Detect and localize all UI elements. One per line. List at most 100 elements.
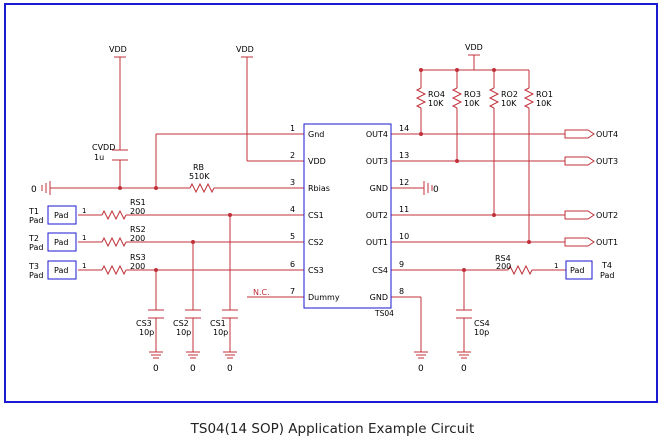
capacitor-value: 10p (139, 328, 154, 337)
left-ground-symbol: 0 (31, 181, 51, 195)
pullup-name: RO4 (428, 90, 445, 99)
pad-resistor-value: 200 (130, 234, 145, 243)
cs4-name: CS4 (474, 319, 490, 328)
rs4-value: 200 (496, 262, 511, 271)
left-pin-label: VDD (308, 157, 326, 166)
nc-label: N.C. (253, 288, 270, 297)
rb-name: RB (193, 163, 204, 172)
ground-label: 0 (153, 364, 159, 374)
pin12-ground-label: 0 (433, 185, 439, 195)
vdd-label-2: VDD (236, 45, 254, 54)
chip-name: TS04 (374, 309, 394, 318)
vdd-symbols: VDD VDD VDD (109, 43, 483, 58)
pad-resistor (101, 209, 127, 221)
cvdd-capacitor: CVDD 1u (92, 143, 128, 162)
pin12-ground-symbol: 0 (423, 181, 439, 195)
right-pin-label: OUT1 (366, 238, 388, 247)
pad-resistor-name: RS2 (130, 225, 146, 234)
capacitor-name: CS2 (173, 319, 189, 328)
right-pin-number: 8 (399, 287, 404, 296)
figure-caption: TS04(14 SOP) Application Example Circuit (190, 421, 475, 437)
ground-symbol: 0 (186, 351, 200, 374)
pullup-name: RO2 (501, 90, 518, 99)
capacitor-value: 10p (176, 328, 191, 337)
left-pin-label: Rbias (308, 184, 330, 193)
capacitor-name: CS1 (210, 319, 226, 328)
pullup-value: 10K (501, 99, 517, 108)
junction-dots (118, 68, 531, 272)
t4-name: T4 (601, 261, 612, 270)
ground-label: 0 (418, 364, 424, 374)
output-port: OUT1 (564, 237, 618, 247)
right-pin-label: GND (370, 184, 388, 193)
output-port-label: OUT1 (596, 238, 618, 247)
right-pin-label: OUT4 (366, 130, 388, 139)
output-port-label: OUT4 (596, 130, 618, 139)
pad-suffix: Pad (29, 216, 43, 225)
ground-symbol: 0 (149, 351, 163, 374)
left-pin-number: 3 (290, 178, 295, 187)
cs4-capacitor: CS4 10p (456, 309, 490, 337)
cs4-value: 10p (474, 328, 489, 337)
left-pin-label: Gnd (308, 130, 324, 139)
pad-box (47, 205, 77, 225)
output-port-label: OUT2 (596, 211, 618, 220)
pad-resistor-value: 200 (130, 262, 145, 271)
left-pin-label: CS1 (308, 211, 324, 220)
cvdd-name: CVDD (92, 143, 115, 152)
left-pin-number: 7 (290, 287, 295, 296)
t4-pad-group: RS4 200 1 Pad T4 Pad (495, 254, 614, 280)
pullup-name: RO3 (464, 90, 481, 99)
right-pin-label: OUT2 (366, 211, 388, 220)
pad-pin-number: 1 (82, 234, 86, 242)
rb-resistor: RB 510K (189, 163, 215, 194)
right-pin-label: CS4 (372, 266, 388, 275)
ground-label: 0 (227, 364, 233, 374)
pad-name: T1 (28, 207, 39, 216)
pullup-value: 10K (536, 99, 552, 108)
output-port-label: OUT3 (596, 157, 618, 166)
pad-suffix: Pad (29, 271, 43, 280)
left-pin-number: 6 (290, 260, 295, 269)
left-pin-label: Dummy (308, 293, 340, 302)
pad-box-label: Pad (54, 266, 68, 275)
right-pin-number: 14 (399, 124, 409, 133)
right-pin-number: 9 (399, 260, 404, 269)
pad-box-label: Pad (54, 238, 68, 247)
left-ground-label: 0 (31, 185, 37, 195)
pad-pin-number: 1 (82, 262, 86, 270)
ground-symbol: 0 (457, 351, 471, 374)
pad-resistor (101, 236, 127, 248)
pullup-name: RO1 (536, 90, 553, 99)
pullup-value: 10K (428, 99, 444, 108)
pad-resistor (101, 264, 127, 276)
pullup-value: 10K (464, 99, 480, 108)
left-pin-number: 4 (290, 205, 295, 214)
pad-resistor-value: 200 (130, 207, 145, 216)
right-pin-number: 10 (399, 232, 409, 241)
ground-symbol: 0 (223, 351, 237, 374)
pad-box-label: Pad (54, 211, 68, 220)
rs4-name: RS4 (495, 254, 511, 263)
t4-pad-box: Pad (570, 266, 584, 275)
vdd-label-3: VDD (465, 43, 483, 52)
ground-label: 0 (461, 364, 467, 374)
left-pin-number: 5 (290, 232, 295, 241)
output-port: OUT4 (564, 129, 618, 139)
pad-box (47, 260, 77, 280)
ground-symbol: 0 (414, 351, 428, 374)
capacitor-value: 10p (213, 328, 228, 337)
left-pin-number: 2 (290, 151, 295, 160)
ground-label: 0 (190, 364, 196, 374)
schematic-frame (4, 3, 658, 403)
right-pin-label: OUT3 (366, 157, 388, 166)
right-pin-number: 13 (399, 151, 409, 160)
